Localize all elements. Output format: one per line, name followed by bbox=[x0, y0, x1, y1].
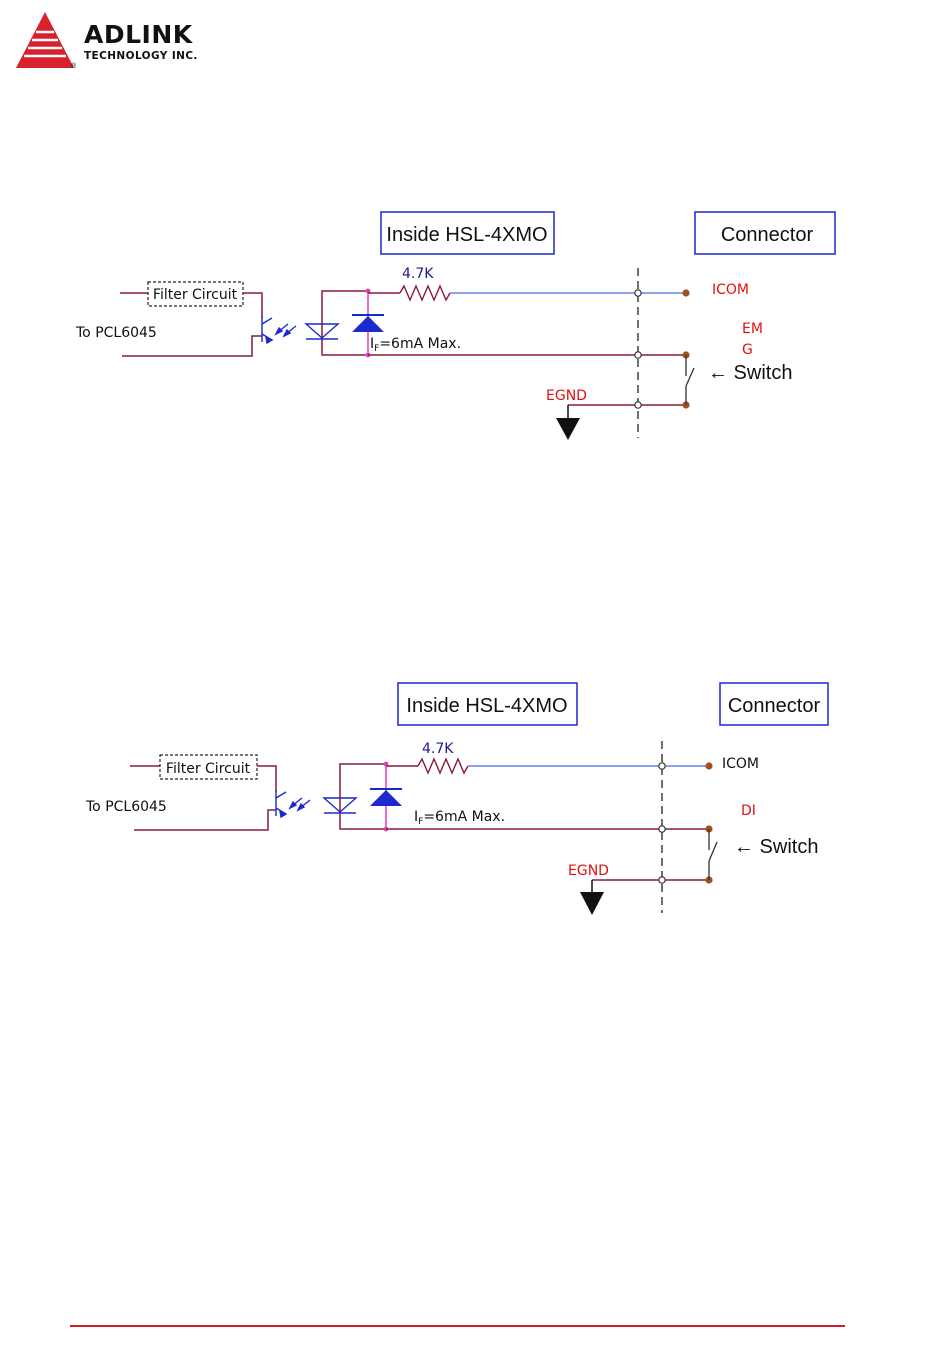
protection-diode-icon bbox=[352, 315, 384, 332]
inside-box-label: Inside HSL-4XMO bbox=[386, 224, 547, 246]
connector-box-label: Connector bbox=[728, 695, 821, 717]
inside-box-label: Inside HSL-4XMO bbox=[406, 695, 567, 717]
egnd-label: EGND bbox=[568, 863, 609, 879]
egnd-label: EGND bbox=[546, 388, 587, 404]
current-label: IF=6mA Max. bbox=[370, 336, 461, 354]
icom-label: ICOM bbox=[722, 756, 759, 772]
filter-circuit-label: Filter Circuit bbox=[153, 287, 238, 303]
brand-tagline: TECHNOLOGY INC. bbox=[84, 51, 198, 62]
di-label: DI bbox=[741, 803, 756, 819]
resistor-icon bbox=[400, 286, 450, 300]
icom-terminal bbox=[682, 289, 689, 296]
ground-symbol-icon bbox=[556, 418, 580, 440]
to-pcl-label: To PCL6045 bbox=[75, 325, 157, 341]
switch-icon bbox=[709, 842, 717, 861]
ground-symbol-icon bbox=[580, 892, 604, 915]
protection-diode-icon bbox=[370, 789, 402, 806]
connector-box-label: Connector bbox=[721, 224, 814, 246]
filter-circuit-label: Filter Circuit bbox=[166, 761, 251, 777]
footer-rule bbox=[70, 1325, 845, 1327]
current-label: IF=6mA Max. bbox=[414, 809, 505, 827]
brand-name: ADLINK bbox=[84, 22, 193, 47]
icom-terminal bbox=[705, 762, 712, 769]
resistor-label: 4.7K bbox=[402, 266, 434, 282]
switch-label: ← Switch bbox=[734, 836, 818, 858]
di-input-circuit-diagram: Inside HSL-4XMO Connector Filter Circuit… bbox=[0, 665, 950, 925]
emg-label-line1: EM bbox=[742, 321, 763, 337]
switch-icon bbox=[686, 368, 694, 386]
switch-label: ← Switch bbox=[708, 362, 792, 384]
adlink-triangle-icon bbox=[14, 10, 76, 72]
phototransistor-icon bbox=[262, 316, 296, 343]
adlink-logo: ADLINK TECHNOLOGY INC. ® bbox=[14, 10, 224, 74]
emg-input-circuit-diagram: Inside HSL-4XMO Connector Filter Circuit… bbox=[0, 200, 950, 460]
registered-mark: ® bbox=[71, 63, 76, 70]
emg-label-line2: G bbox=[742, 342, 753, 358]
icom-label: ICOM bbox=[712, 282, 749, 298]
phototransistor-icon bbox=[276, 790, 310, 817]
to-pcl-label: To PCL6045 bbox=[85, 799, 167, 815]
resistor-label: 4.7K bbox=[422, 741, 454, 757]
resistor-icon bbox=[418, 759, 468, 773]
